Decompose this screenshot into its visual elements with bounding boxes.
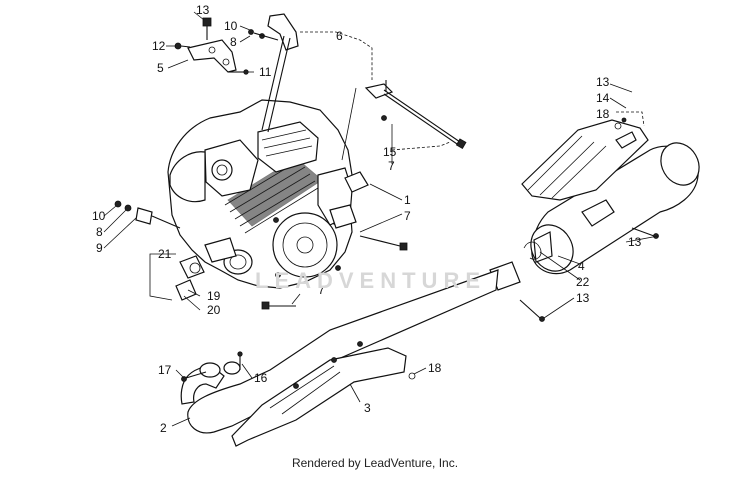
callout-20: 20 bbox=[207, 303, 221, 317]
callout-7: 7 bbox=[318, 283, 325, 297]
callout-13: 13 bbox=[596, 75, 610, 89]
clamp-19-20 bbox=[175, 255, 205, 301]
callout-19: 19 bbox=[207, 289, 221, 303]
callout-2: 2 bbox=[160, 421, 167, 435]
callout-18: 18 bbox=[428, 361, 442, 375]
bracket-6 bbox=[261, 13, 299, 133]
muffler-4 bbox=[530, 142, 700, 275]
bolt-7-lower bbox=[261, 301, 296, 310]
callout-10: 10 bbox=[224, 19, 238, 33]
callout-8: 8 bbox=[230, 35, 237, 49]
bolt-13-lower bbox=[519, 299, 545, 322]
callout-21: 21 bbox=[158, 247, 172, 261]
callout-22: 22 bbox=[576, 275, 590, 289]
footer-credit: Rendered by LeadVenture, Inc. bbox=[291, 456, 459, 470]
callout-13: 13 bbox=[196, 3, 210, 17]
callout-9: 9 bbox=[96, 241, 103, 255]
callout-6: 6 bbox=[336, 29, 343, 43]
callout-4: 4 bbox=[578, 259, 585, 273]
pipe-shield-3 bbox=[231, 341, 407, 447]
washers-10-8-top bbox=[248, 29, 279, 41]
callout-8: 8 bbox=[96, 225, 103, 239]
watermark: LEADVENTURE bbox=[255, 268, 487, 293]
callout-10: 10 bbox=[92, 209, 106, 223]
callout-13: 13 bbox=[576, 291, 590, 305]
spring-22 bbox=[523, 241, 542, 260]
long-bolt-15 bbox=[364, 80, 467, 150]
callout-12: 12 bbox=[152, 39, 166, 53]
callout-15: 15 bbox=[383, 145, 397, 159]
bolt-7-right bbox=[359, 235, 408, 251]
callout-1: 1 bbox=[404, 193, 411, 207]
heat-shield-14 bbox=[521, 119, 649, 201]
callout-13: 13 bbox=[628, 235, 642, 249]
callout-7: 7 bbox=[388, 159, 395, 173]
spacer-set-left bbox=[114, 200, 181, 229]
bolt-13-top bbox=[202, 17, 212, 40]
washer-18-top bbox=[614, 117, 627, 130]
leader-lines bbox=[103, 11, 659, 427]
callout-7: 7 bbox=[404, 209, 411, 223]
callout-16: 16 bbox=[254, 371, 268, 385]
callout-14: 14 bbox=[596, 91, 610, 105]
callout-labels: 13 10 8 12 5 11 6 15 7 13 14 18 10 8 9 1… bbox=[92, 3, 642, 435]
callout-11: 11 bbox=[259, 65, 272, 79]
callout-18: 18 bbox=[596, 107, 610, 121]
washer-18-lower bbox=[408, 372, 416, 380]
mount-bracket-5 bbox=[187, 39, 237, 73]
callout-3: 3 bbox=[364, 401, 371, 415]
bolt-17 bbox=[181, 371, 207, 382]
callout-5: 5 bbox=[157, 61, 164, 75]
bolt-11 bbox=[228, 69, 249, 75]
callout-17: 17 bbox=[158, 363, 172, 377]
engine-assembly bbox=[167, 99, 369, 289]
bolt-16 bbox=[237, 351, 243, 370]
